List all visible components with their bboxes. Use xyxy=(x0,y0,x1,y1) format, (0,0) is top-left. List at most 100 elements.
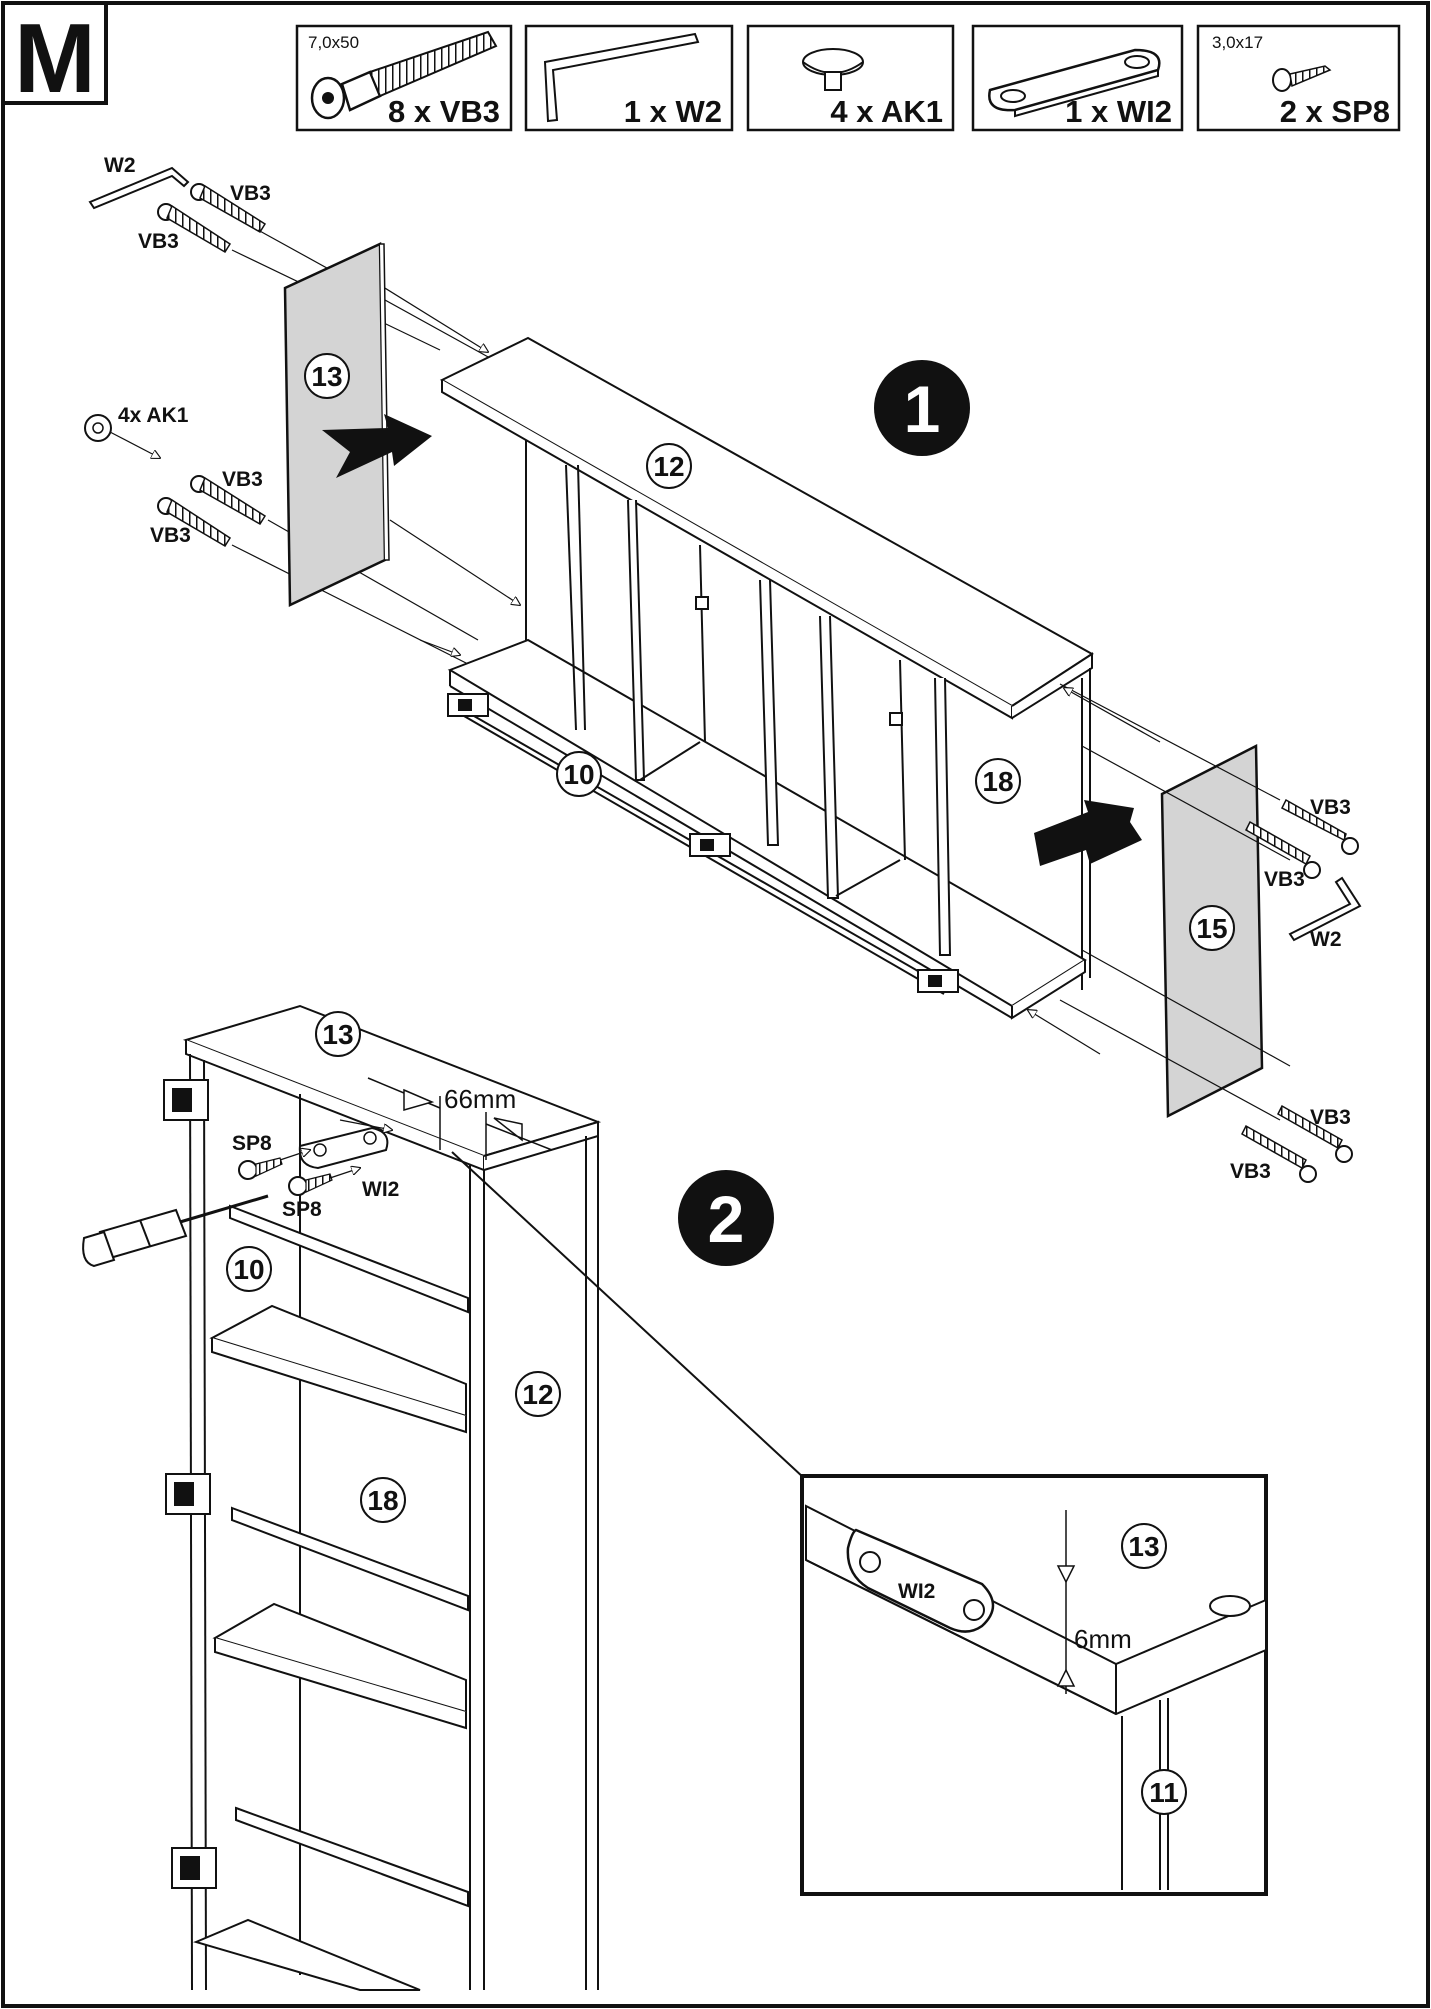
hinge-rail xyxy=(447,693,959,995)
part-number-18: 18 xyxy=(975,758,1021,804)
cam-bolt-icon xyxy=(1245,820,1321,879)
cam-bolt-icon xyxy=(1280,798,1359,855)
cover-cap-icon xyxy=(802,48,864,91)
guide-lines xyxy=(279,1119,392,1179)
part-number-13: 13 xyxy=(1121,1523,1167,1569)
cam-bolt-icon xyxy=(1277,1104,1353,1163)
label-sp8: SP8 xyxy=(282,1198,322,1221)
page-letter-box: M xyxy=(1,1,108,113)
part-number-13: 13 xyxy=(315,1011,361,1057)
hardware-qty: 1 x W2 xyxy=(624,94,722,129)
label-ak1: 4x AK1 xyxy=(118,404,189,427)
label-vb3: VB3 xyxy=(230,182,271,205)
label-vb3: VB3 xyxy=(222,468,263,491)
cam-bolt-icon xyxy=(1241,1124,1317,1183)
svg-text:13: 13 xyxy=(311,361,342,392)
hardware-qty: 4 x AK1 xyxy=(830,94,943,129)
cover-cap-icon xyxy=(84,414,112,442)
cam-bolt-icon xyxy=(157,497,232,548)
dimension-label: 66mm xyxy=(444,1084,516,1114)
hinge-icon xyxy=(689,833,731,857)
label-w2: W2 xyxy=(104,154,136,177)
svg-text:10: 10 xyxy=(233,1254,264,1285)
part-number-11: 11 xyxy=(1141,1769,1187,1815)
hardware-qty: 8 x VB3 xyxy=(388,94,500,129)
label-wi2: WI2 xyxy=(362,1178,399,1201)
cabinet-upright xyxy=(182,1004,602,1991)
hardware-size: 3,0x17 xyxy=(1212,33,1263,52)
hardware-item-wi2: 1 x WI2 xyxy=(971,24,1184,132)
label-vb3: VB3 xyxy=(1310,1106,1351,1129)
step-1-diagram: W2 VB3 VB3 4x AK1 VB3 VB3 xyxy=(84,154,1362,1183)
part-number-15: 15 xyxy=(1189,905,1235,951)
label-vb3: VB3 xyxy=(138,230,179,253)
hardware-item-sp8: 3,0x17 2 x SP8 xyxy=(1196,24,1401,132)
dimension-6mm xyxy=(1056,1510,1076,1694)
svg-text:18: 18 xyxy=(982,766,1013,797)
guide-lines xyxy=(1028,683,1291,1121)
label-vb3: VB3 xyxy=(1230,1160,1271,1183)
hinge-icon xyxy=(171,1847,217,1889)
screw-icon xyxy=(238,1157,283,1180)
push-arrow-icon xyxy=(322,414,432,478)
part-number-18: 18 xyxy=(360,1477,406,1523)
side-panel-13 xyxy=(283,242,390,607)
allen-key-icon xyxy=(88,166,190,210)
detail-inset: WI2 6mm 13 11 xyxy=(800,1474,1268,1896)
svg-text:12: 12 xyxy=(653,451,684,482)
connector-plate-icon xyxy=(298,1126,389,1170)
screwdriver-icon xyxy=(82,1194,269,1268)
hinge-icon xyxy=(917,969,959,993)
svg-text:13: 13 xyxy=(1128,1531,1159,1562)
part-number-10: 10 xyxy=(556,751,602,797)
step-marker-1: 1 xyxy=(874,360,970,456)
hardware-qty: 2 x SP8 xyxy=(1280,94,1390,129)
cam-bolt-icon xyxy=(157,203,232,254)
hardware-item-ak1: 4 x AK1 xyxy=(746,24,955,132)
hardware-item-w2: 1 x W2 xyxy=(524,24,734,132)
push-arrow-icon xyxy=(1034,800,1142,866)
label-vb3: VB3 xyxy=(1264,868,1305,891)
svg-text:10: 10 xyxy=(563,759,594,790)
cam-bolt-icon xyxy=(190,475,267,526)
screw-icon xyxy=(1272,65,1332,92)
hardware-item-vb3: 7,0x50 8 x VB3 xyxy=(295,24,513,132)
label-vb3: VB3 xyxy=(150,524,191,547)
hardware-list: 7,0x50 8 x VB3 1 x W2 4 xyxy=(295,24,1401,132)
cabinet-body xyxy=(439,336,1094,1020)
hardware-size: 7,0x50 xyxy=(308,33,359,52)
label-vb3: VB3 xyxy=(1310,796,1351,819)
svg-text:13: 13 xyxy=(322,1019,353,1050)
connector-plate-icon xyxy=(846,1528,995,1633)
svg-text:11: 11 xyxy=(1149,1777,1179,1808)
cam-bolt-icon xyxy=(310,30,498,120)
svg-text:18: 18 xyxy=(367,1485,398,1516)
svg-text:12: 12 xyxy=(522,1379,553,1410)
hardware-qty: 1 x WI2 xyxy=(1065,94,1172,129)
svg-text:15: 15 xyxy=(1196,913,1227,944)
part-number-12: 12 xyxy=(646,443,692,489)
dimension-66mm xyxy=(367,1077,553,1160)
dimension-label: 6mm xyxy=(1074,1624,1132,1654)
label-w2: W2 xyxy=(1310,928,1342,951)
step-marker-2: 2 xyxy=(678,1170,774,1266)
label-sp8: SP8 xyxy=(232,1132,272,1155)
detail-leader-line xyxy=(451,1151,805,1479)
svg-text:2: 2 xyxy=(708,1182,745,1256)
connector-plate-icon xyxy=(988,48,1161,118)
hinge-icon xyxy=(165,1473,211,1515)
part-number-10: 10 xyxy=(226,1246,272,1292)
svg-text:1: 1 xyxy=(904,372,941,446)
screw-icon xyxy=(288,1173,333,1196)
page-letter: M xyxy=(14,3,96,113)
label-wi2: WI2 xyxy=(898,1580,935,1603)
part-number-12: 12 xyxy=(515,1371,561,1417)
hinge-icon xyxy=(163,1079,209,1121)
cam-bolt-icon xyxy=(190,183,267,234)
allen-key-icon xyxy=(543,32,700,123)
hinge-icon xyxy=(447,693,489,717)
part-number-13: 13 xyxy=(304,353,350,399)
step-2-diagram: WI2 SP8 SP8 66mm xyxy=(82,1004,1268,1991)
